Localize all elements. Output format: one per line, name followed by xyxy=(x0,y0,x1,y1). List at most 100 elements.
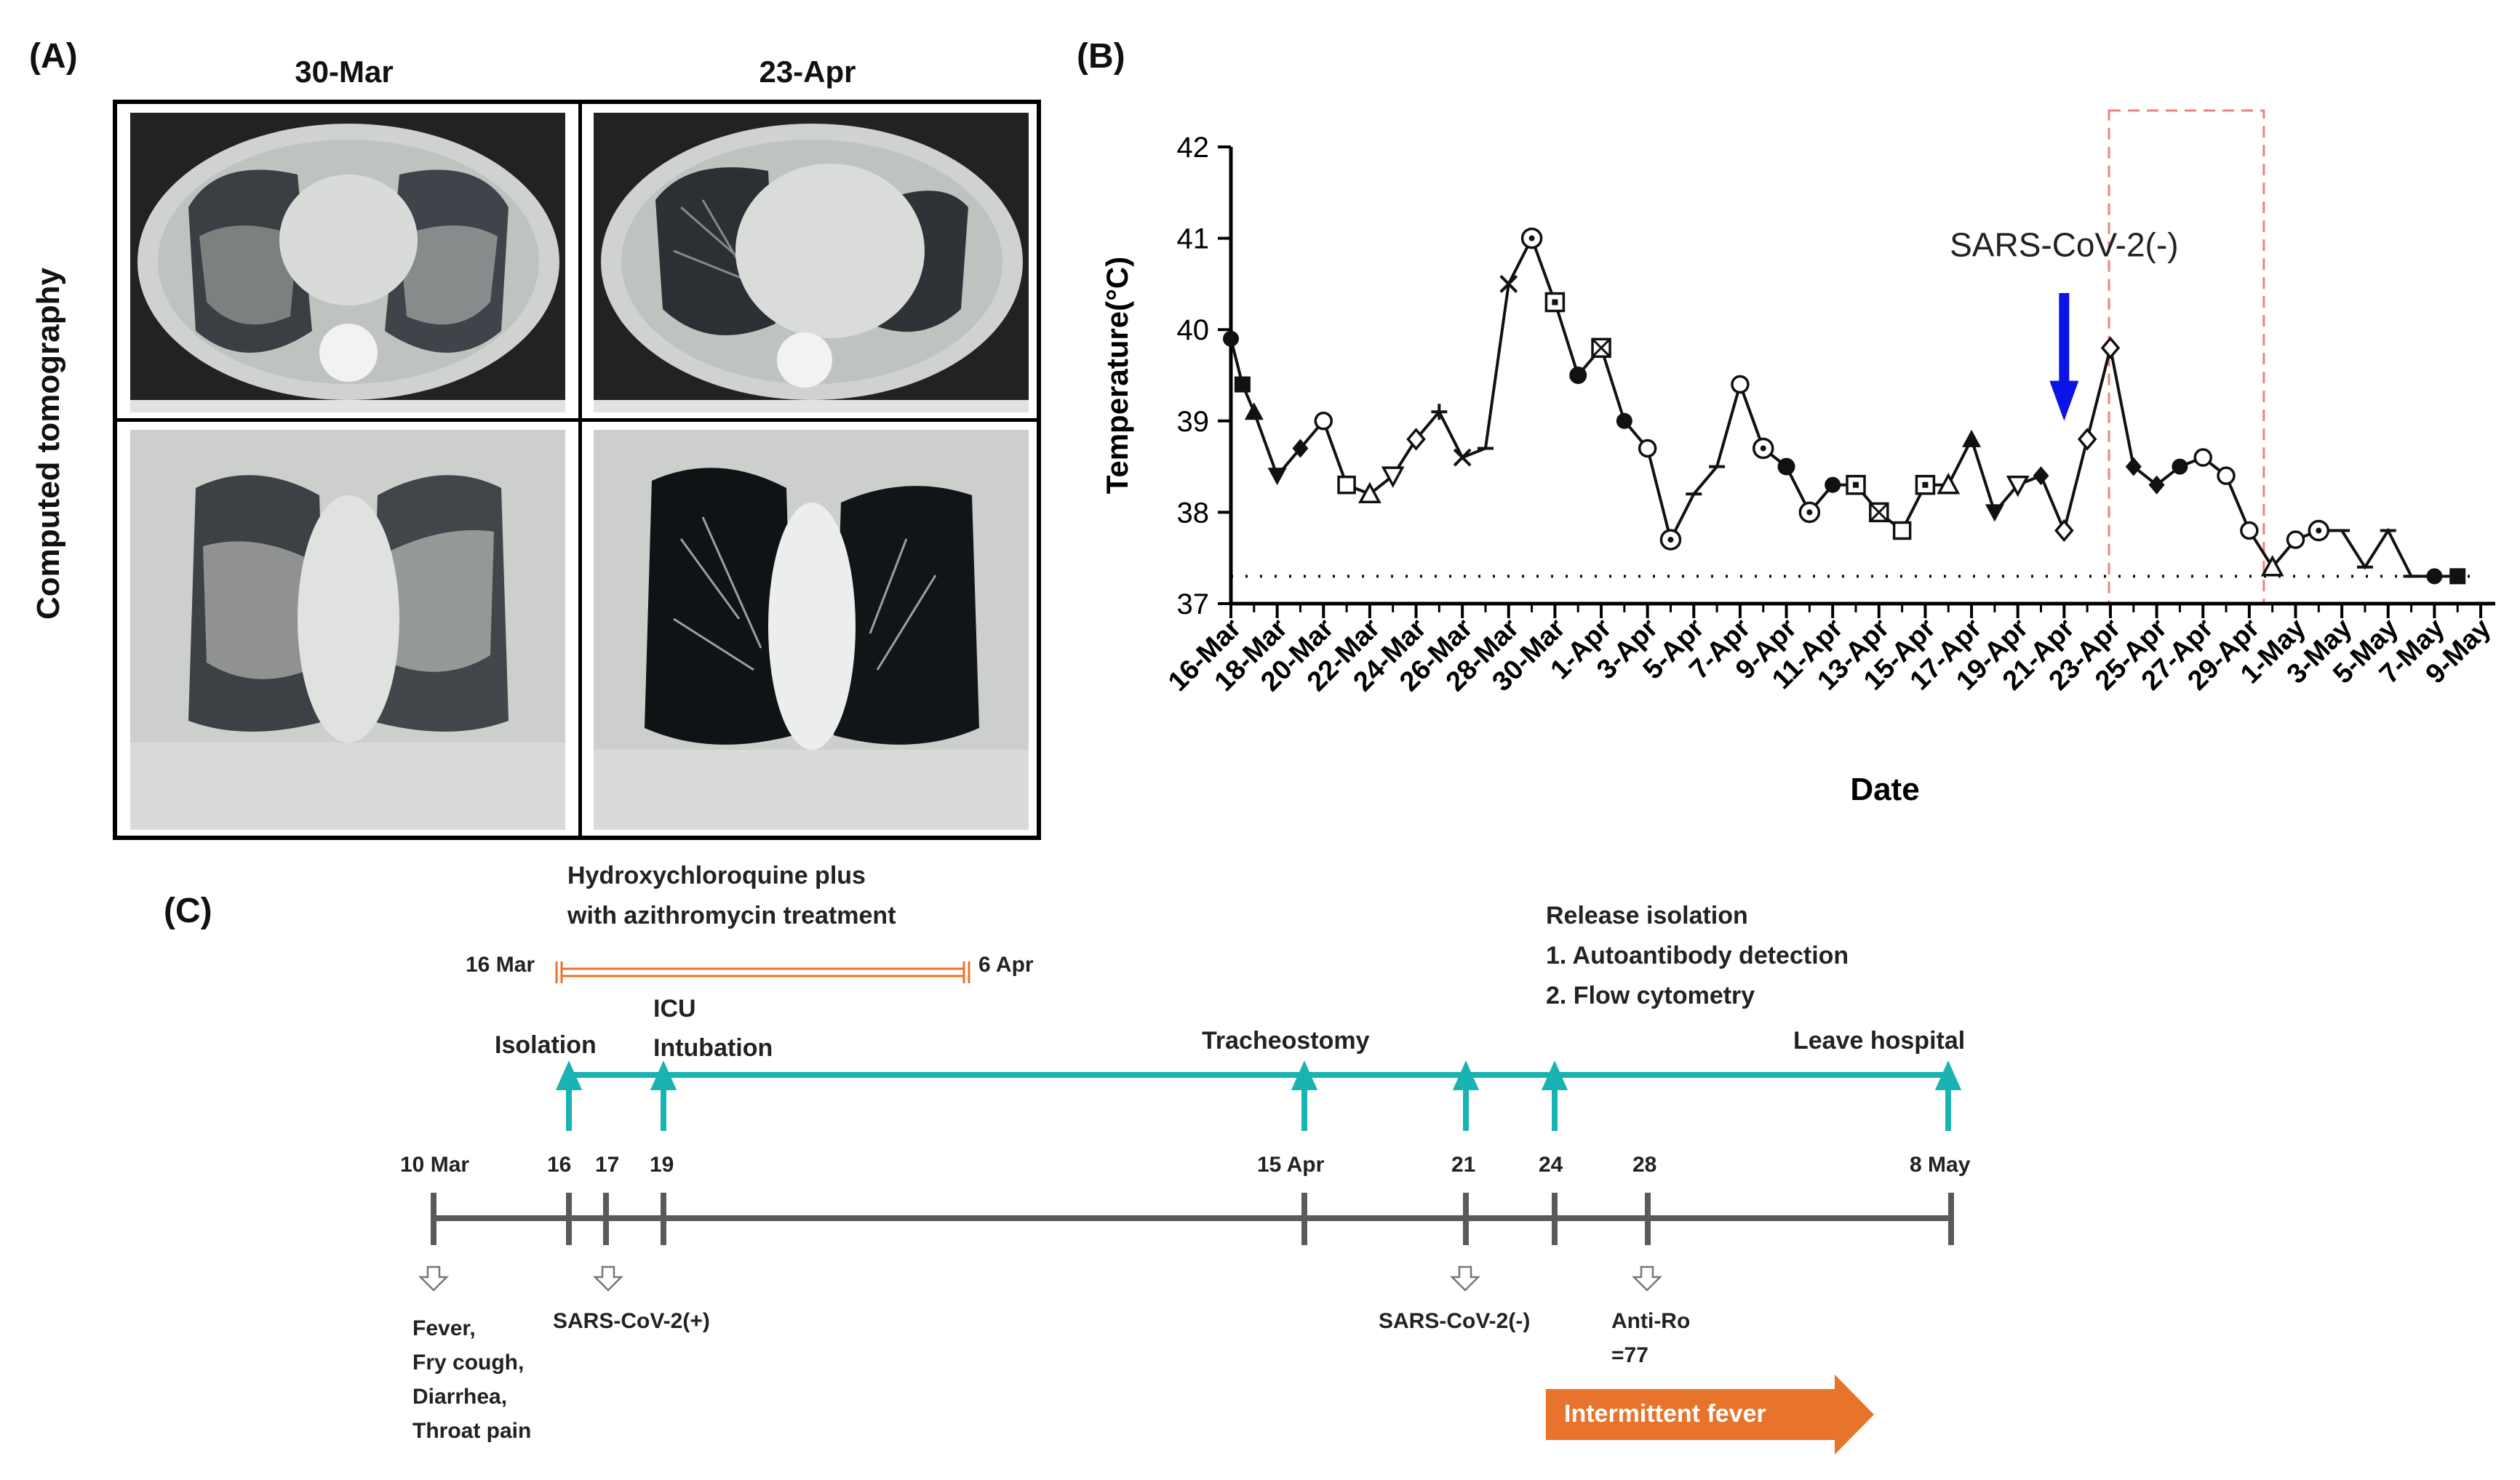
data-point xyxy=(2033,466,2049,486)
ct-column-title-1: 30-Mar xyxy=(295,55,394,89)
treatment-end-label: 6 Apr xyxy=(978,953,1034,977)
data-point xyxy=(2240,521,2259,540)
event-arrows xyxy=(555,1060,1962,1131)
data-point xyxy=(1453,448,1472,467)
data-point xyxy=(2260,555,2284,577)
data-point-center xyxy=(1528,235,1535,241)
data-point xyxy=(2193,448,2212,467)
tick-8may: 8 May xyxy=(1910,1153,1971,1177)
y-tick-label: 39 xyxy=(1177,406,1210,438)
event-release-item2: 2. Flow cytometry xyxy=(1546,982,1755,1009)
symptom-cough: Fry cough, xyxy=(412,1351,525,1375)
y-tick-label: 41 xyxy=(1177,223,1210,255)
data-point xyxy=(2449,568,2466,585)
data-point xyxy=(1234,376,1251,393)
event-leave-hospital: Leave hospital xyxy=(1793,1027,1966,1055)
note-anti-ro-value: =77 xyxy=(1611,1343,1648,1367)
tick-21: 21 xyxy=(1451,1153,1476,1177)
data-point xyxy=(1223,330,1239,347)
data-point xyxy=(2426,568,2443,585)
ct-coronal-23apr xyxy=(594,430,1029,830)
data-point xyxy=(2100,336,2121,360)
temperature-series-line xyxy=(1229,234,2458,578)
event-intubation: Intubation xyxy=(653,1034,773,1062)
y-tick-label: 42 xyxy=(1177,132,1210,164)
data-point xyxy=(2054,519,2074,543)
data-point xyxy=(1616,412,1632,429)
blue-arrow-head xyxy=(2049,380,2079,421)
data-point-center xyxy=(1552,299,1558,305)
data-point xyxy=(1846,474,1866,495)
tick-17: 17 xyxy=(595,1153,620,1177)
symptom-fever: Fever, xyxy=(412,1316,476,1340)
timeline-graphic xyxy=(418,961,1962,1455)
data-point xyxy=(1244,402,1264,420)
event-tracheostomy: Tracheostomy xyxy=(1202,1027,1370,1055)
data-point xyxy=(1499,274,1518,293)
data-point xyxy=(1381,466,1405,488)
temperature-chart: 373839404142Temperature(°C)16-Mar18-Mar2… xyxy=(1100,109,2497,807)
y-tick-label: 40 xyxy=(1177,314,1210,346)
data-point xyxy=(1406,428,1426,451)
data-point xyxy=(1638,439,1657,458)
data-point xyxy=(2148,475,2165,495)
tick-10mar: 10 Mar xyxy=(400,1153,470,1177)
data-point xyxy=(1314,412,1333,431)
data-point-center xyxy=(1760,445,1766,452)
data-point xyxy=(2286,530,2305,549)
tick-16: 16 xyxy=(547,1153,572,1177)
data-point xyxy=(1892,521,1912,540)
data-point-x xyxy=(1870,503,1888,521)
y-tick-label: 37 xyxy=(1177,588,1210,620)
event-release-item1: 1. Autoantibody detection xyxy=(1546,942,1849,969)
data-point-center xyxy=(1667,537,1674,543)
ct-axial-30mar xyxy=(130,113,565,412)
data-point xyxy=(2006,475,2030,497)
blue-arrow-shaft xyxy=(2059,292,2070,385)
panel-a-label: (A) xyxy=(29,37,78,76)
data-point-center xyxy=(1853,481,1859,488)
data-point-x xyxy=(1592,339,1611,357)
event-isolation: Isolation xyxy=(495,1031,597,1059)
data-point xyxy=(1825,476,1841,493)
event-release-title: Release isolation xyxy=(1546,902,1748,929)
panel-b-label: (B) xyxy=(1077,37,1125,76)
data-point xyxy=(1731,375,1750,394)
data-point xyxy=(1777,457,1795,476)
data-point xyxy=(1431,404,1448,420)
panel-c-label: (C) xyxy=(164,892,212,930)
data-point xyxy=(1292,439,1309,458)
tick-24: 24 xyxy=(1539,1153,1563,1177)
ct-row-label: Computed tomography xyxy=(31,268,66,620)
data-point xyxy=(1937,473,1961,495)
treatment-start-label: 16 Mar xyxy=(466,953,535,977)
ct-axial-23apr xyxy=(594,113,1029,412)
tick-19: 19 xyxy=(650,1153,674,1177)
intermittent-fever-arrow xyxy=(1546,1375,1874,1455)
y-tick-label: 38 xyxy=(1177,497,1210,529)
ct-coronal-30mar xyxy=(130,430,565,830)
data-point xyxy=(1357,481,1381,504)
data-point xyxy=(1985,504,2004,522)
data-point xyxy=(1337,475,1356,495)
timeline-axis xyxy=(431,1193,1954,1245)
data-point xyxy=(1915,474,1936,495)
y-axis-label: Temperature(°C) xyxy=(1100,257,1134,494)
note-anti-ro: Anti-Ro xyxy=(1611,1309,1691,1333)
data-point-center xyxy=(1806,509,1813,516)
note-sars-negative: SARS-CoV-2(-) xyxy=(1379,1309,1531,1333)
symptom-throat: Throat pain xyxy=(412,1419,532,1443)
treatment-label-line2: with azithromycin treatment xyxy=(567,902,896,929)
data-point xyxy=(1267,468,1287,486)
data-point-center xyxy=(1922,481,1929,488)
ct-column-title-2: 23-Apr xyxy=(759,55,856,89)
data-point xyxy=(2125,457,2142,476)
treatment-bar xyxy=(555,961,970,983)
data-point xyxy=(2077,428,2097,451)
event-icu: ICU xyxy=(653,995,696,1023)
data-point xyxy=(2172,458,2188,475)
tick-15apr: 15 Apr xyxy=(1257,1153,1325,1177)
data-point xyxy=(1962,429,1982,447)
x-axis-label: Date xyxy=(1850,772,1919,807)
data-point xyxy=(2217,466,2236,485)
